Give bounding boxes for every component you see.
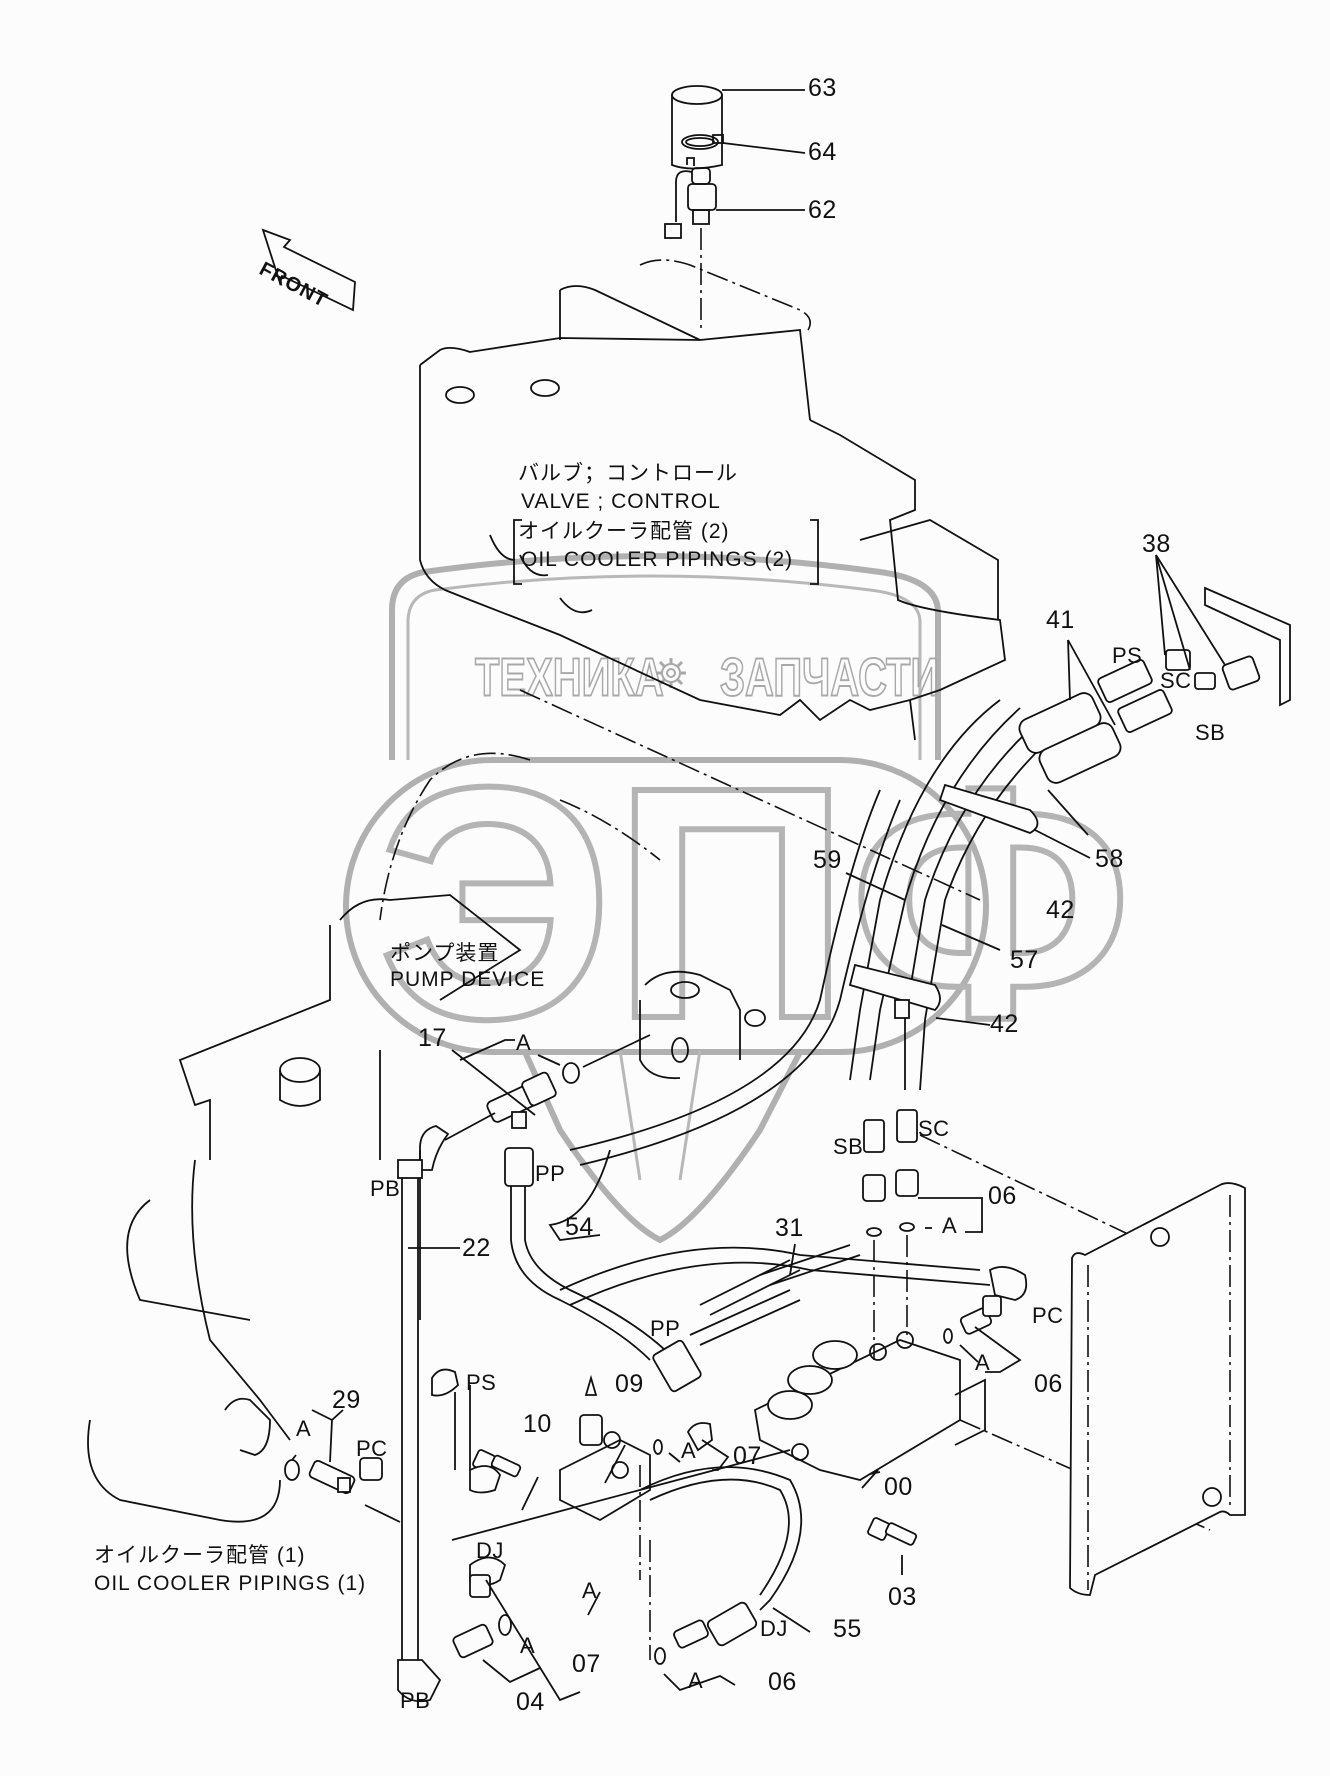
port-dj-right: DJ	[760, 1616, 788, 1641]
oring-label: A	[296, 1416, 312, 1441]
callout-59: 59	[813, 846, 842, 874]
watermark-text-left: ТЕХНИКА	[474, 647, 664, 708]
bracket-left	[513, 519, 522, 585]
oring-label: A	[942, 1213, 958, 1238]
port-pp-upper: PP	[535, 1161, 566, 1186]
callout-42-lower: 42	[990, 1010, 1019, 1038]
port-pb-lower: PB	[400, 1688, 431, 1713]
watermark-shield-bottom	[522, 1050, 803, 1244]
note-control-valve-en: VALVE ; CONTROL	[521, 490, 721, 513]
switch-part-62	[664, 167, 805, 330]
port-pc-left: PC	[356, 1436, 388, 1461]
note-control-valve-jp: バルブ；コントロール	[518, 462, 738, 485]
callout-42-upper: 42	[1046, 896, 1075, 924]
callout-07-lower: 07	[572, 1650, 601, 1678]
callout-10: 10	[523, 1410, 552, 1438]
adapters-06-sbsc	[862, 1109, 1131, 1360]
watermark-shield-top	[389, 553, 941, 760]
lower-left-fittings	[284, 1368, 791, 1665]
callout-04: 04	[516, 1688, 545, 1716]
oring-label: A	[688, 1668, 704, 1693]
tee-17-assembly	[397, 1034, 702, 1703]
callout-63: 63	[808, 74, 837, 102]
watermark-oval	[343, 757, 989, 1055]
note-oil-cooler-1-en: OIL COOLER PIPINGS (1)	[94, 1572, 367, 1595]
clamp-part-64	[681, 134, 806, 154]
note-oil-cooler-2-jp: オイルクーラ配管 (2)	[518, 520, 730, 543]
filter-assembly	[639, 970, 766, 1080]
valve-09	[559, 1374, 651, 1522]
port-sc-mid: SC	[918, 1116, 950, 1141]
cap-part-63	[671, 85, 805, 170]
callout-07-upper: 07	[733, 1442, 762, 1470]
callout-06-dj: 06	[768, 1668, 797, 1696]
oring-label: A	[582, 1578, 598, 1603]
callout-22: 22	[462, 1234, 491, 1262]
watermark-big-letters: ЭПФ	[375, 718, 1135, 1087]
bracket-right	[810, 519, 819, 585]
callout-09: 09	[615, 1370, 644, 1398]
port-pb-upper: PB	[370, 1176, 401, 1201]
control-valve-body	[419, 259, 1006, 901]
note-pump-device-jp: ポンプ装置	[390, 942, 500, 965]
solenoid-valve-00	[689, 1244, 986, 1481]
oring-label: A	[975, 1350, 991, 1375]
callout-00: 00	[884, 1473, 913, 1501]
mounting-bracket	[1069, 1182, 1246, 1596]
gear-icon	[656, 658, 686, 688]
note-oil-cooler-1-jp: オイルクーラ配管 (1)	[94, 1544, 306, 1567]
port-sb-top: SB	[1195, 720, 1226, 745]
watermark-text-right: ЗАПЧАСТИ	[719, 647, 940, 708]
port-sb-mid: SB	[833, 1134, 864, 1159]
callout-31: 31	[775, 1214, 804, 1242]
callout-62: 62	[808, 196, 837, 224]
oring-label: A	[681, 1438, 697, 1463]
oring-label: A	[516, 1030, 532, 1055]
callout-57: 57	[1010, 946, 1039, 974]
port-ps-lower: PS	[466, 1370, 497, 1395]
hose-55	[639, 1466, 803, 1611]
callout-55: 55	[833, 1615, 862, 1643]
callout-03: 03	[888, 1583, 917, 1611]
oring-label: A	[520, 1633, 536, 1658]
callout-64: 64	[808, 138, 837, 166]
callout-17: 17	[418, 1024, 447, 1052]
callout-58: 58	[1095, 845, 1124, 873]
bolt-03	[867, 1517, 918, 1575]
hose-bundle	[569, 699, 1061, 1166]
port-sc-top: SC	[1160, 668, 1192, 693]
front-arrow-icon	[261, 228, 356, 312]
callout-29: 29	[332, 1386, 361, 1414]
note-oil-cooler-2-en: OIL COOLER PIPINGS (2)	[521, 548, 794, 571]
port-pc-right: PC	[1032, 1303, 1064, 1328]
callout-06-sbsc: 06	[988, 1182, 1017, 1210]
callout-38: 38	[1142, 530, 1171, 558]
hose-31	[559, 1246, 981, 1291]
port-pp-lower: PP	[650, 1316, 681, 1341]
hose-fittings-top	[1018, 586, 1291, 784]
callout-54: 54	[565, 1213, 594, 1241]
port-dj-left: DJ	[476, 1538, 504, 1563]
port-ps-top: PS	[1112, 643, 1143, 668]
note-pump-device-en: PUMP DEVICE	[390, 968, 546, 991]
callout-06-pc: 06	[1034, 1370, 1063, 1398]
leader-lines	[291, 554, 1226, 1702]
callout-41: 41	[1046, 606, 1075, 634]
pump-device-body	[87, 752, 661, 1523]
